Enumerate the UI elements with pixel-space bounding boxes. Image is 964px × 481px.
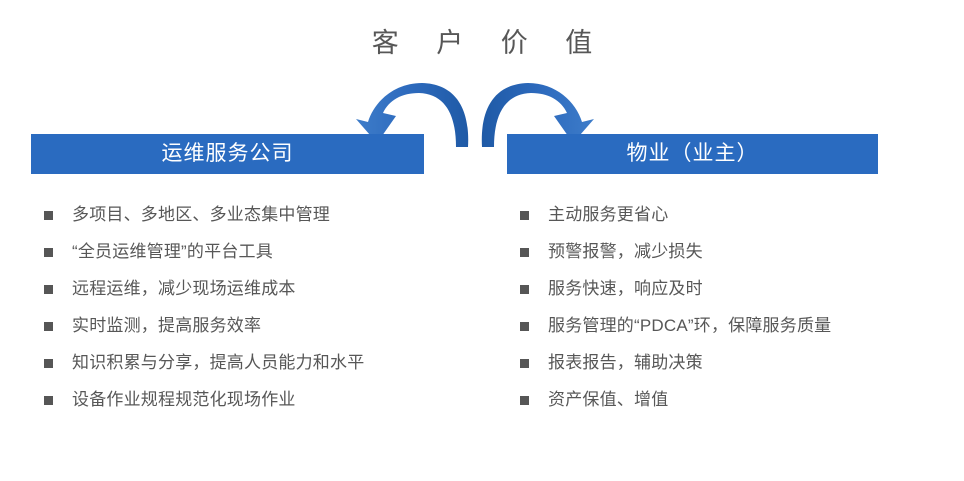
square-bullet-icon — [520, 358, 529, 368]
list-item-label: “全员运维管理”的平台工具 — [72, 241, 273, 261]
list-item: 远程运维，减少现场运维成本 — [44, 270, 464, 307]
square-bullet-icon — [44, 321, 53, 331]
list-item-label: 服务管理的“PDCA”环，保障服务质量 — [548, 315, 832, 335]
curved-arrow-down-right-icon — [481, 83, 594, 147]
curved-arrow-down-left-icon — [356, 83, 469, 147]
square-bullet-icon — [44, 284, 53, 294]
list-item-label: 远程运维，减少现场运维成本 — [72, 278, 296, 298]
list-item-label: 资产保值、增值 — [548, 389, 669, 409]
list-item-label: 服务快速，响应及时 — [548, 278, 703, 298]
square-bullet-icon — [44, 395, 53, 405]
header-box-operations-company[interactable]: 运维服务公司 — [31, 134, 424, 174]
header-box-property-owner[interactable]: 物业（业主） — [507, 134, 878, 174]
list-item-label: 报表报告，辅助决策 — [548, 352, 703, 372]
list-item: “全员运维管理”的平台工具 — [44, 233, 464, 270]
list-item: 服务管理的“PDCA”环，保障服务质量 — [520, 307, 960, 344]
square-bullet-icon — [520, 395, 529, 405]
list-item: 预警报警，减少损失 — [520, 233, 960, 270]
square-bullet-icon — [44, 247, 53, 257]
bullet-list-operations-company: 多项目、多地区、多业态集中管理 “全员运维管理”的平台工具 远程运维，减少现场运… — [44, 196, 464, 418]
list-item-label: 预警报警，减少损失 — [548, 241, 703, 261]
square-bullet-icon — [520, 284, 529, 294]
list-item-label: 主动服务更省心 — [548, 204, 669, 224]
list-item: 知识积累与分享，提高人员能力和水平 — [44, 344, 464, 381]
list-item-label: 知识积累与分享，提高人员能力和水平 — [72, 352, 365, 372]
square-bullet-icon — [44, 358, 53, 368]
square-bullet-icon — [520, 321, 529, 331]
square-bullet-icon — [520, 210, 529, 220]
page-title: 客 户 价 值 — [371, 28, 608, 58]
list-item: 报表报告，辅助决策 — [520, 344, 960, 381]
list-item: 设备作业规程规范化现场作业 — [44, 381, 464, 418]
list-item: 服务快速，响应及时 — [520, 270, 960, 307]
bullet-list-property-owner: 主动服务更省心 预警报警，减少损失 服务快速，响应及时 服务管理的“PDCA”环… — [520, 196, 960, 418]
list-item: 资产保值、增值 — [520, 381, 960, 418]
list-item-label: 多项目、多地区、多业态集中管理 — [72, 204, 330, 224]
list-item: 实时监测，提高服务效率 — [44, 307, 464, 344]
arrows-svg — [356, 83, 594, 147]
list-item: 主动服务更省心 — [520, 196, 960, 233]
square-bullet-icon — [520, 247, 529, 257]
list-item-label: 设备作业规程规范化现场作业 — [72, 389, 296, 409]
list-item: 多项目、多地区、多业态集中管理 — [44, 196, 464, 233]
list-item-label: 实时监测，提高服务效率 — [72, 315, 262, 335]
arrow-group — [350, 72, 600, 147]
square-bullet-icon — [44, 210, 53, 220]
